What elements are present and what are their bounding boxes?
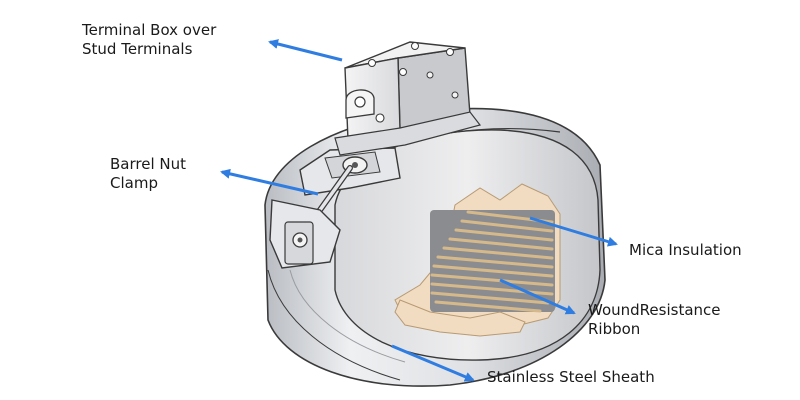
arrow-sheath [391,344,475,382]
label-terminal-box-line1: Terminal Box over [82,21,217,39]
label-wound-resistance-ribbon: WoundResistance Ribbon [588,301,721,339]
barrel-nut-clamp [267,147,406,381]
terminal-box [334,41,482,156]
arrow-mica [529,216,618,247]
label-barrel-nut-line1: Barrel Nut [110,155,186,173]
label-mica-text: Mica Insulation [629,241,742,259]
label-terminal-box-line2: Stud Terminals [82,40,193,58]
callout-arrows [220,39,618,382]
label-terminal-box: Terminal Box over Stud Terminals [82,21,216,59]
label-mica-insulation: Mica Insulation [629,241,742,260]
label-stainless-steel-sheath: Stainless Steel Sheath [487,368,655,387]
label-sheath-text: Stainless Steel Sheath [487,368,655,386]
arrow-terminal-box [268,39,343,62]
arrow-barrel-nut [220,168,319,196]
arrow-wound [499,278,576,315]
label-wound-line1: WoundResistance [588,301,721,319]
mica-insulation-lower [394,299,526,337]
label-wound-line2: Ribbon [588,320,641,338]
label-barrel-nut-line2: Clamp [110,174,158,192]
label-barrel-nut-clamp: Barrel Nut Clamp [110,155,186,193]
